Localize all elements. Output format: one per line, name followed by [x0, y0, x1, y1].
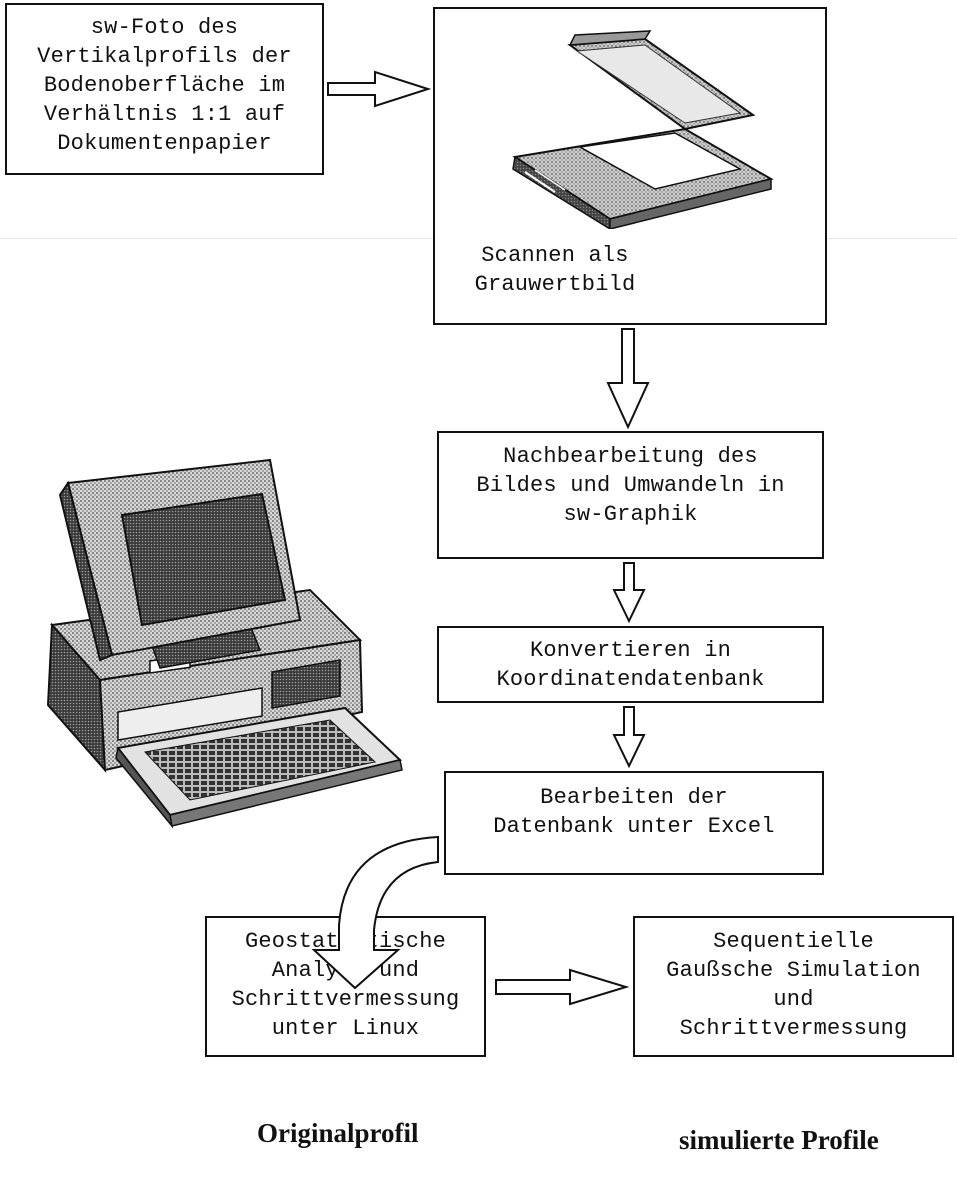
convert-box-text: Konvertieren in Koordinatendatenbank [496, 638, 765, 692]
excel-box-text: Bearbeiten der Datenbank unter Excel [493, 785, 775, 839]
arrow-down-postprocess-to-convert [612, 562, 646, 624]
postprocess-box-text: Nachbearbeitung des Bildes und Umwandeln… [476, 444, 785, 527]
caption-original-profile: Originalprofil [257, 1118, 419, 1148]
simulation-box-text: Sequentielle Gaußsche Simulation und Sch… [666, 929, 921, 1041]
arrow-down-scan-to-postprocess [606, 328, 650, 430]
photo-box: sw-Foto des Vertikalprofils der Bodenobe… [5, 3, 324, 175]
caption-simulated-profiles: simulierte Profile [679, 1125, 879, 1155]
excel-box: Bearbeiten der Datenbank unter Excel [444, 771, 824, 875]
scanner-illustration [512, 30, 774, 229]
postprocess-box: Nachbearbeitung des Bildes und Umwandeln… [437, 431, 824, 559]
scan-box: Scannen als Grauwertbild [433, 7, 827, 325]
convert-box: Konvertieren in Koordinatendatenbank [437, 626, 824, 703]
arrow-right-geostat-to-simulation [495, 968, 630, 1006]
photo-box-text: sw-Foto des Vertikalprofils der Bodenobe… [37, 15, 292, 156]
arrow-curved-excel-to-geostat [311, 835, 439, 990]
computer-illustration [46, 458, 403, 829]
simulation-box: Sequentielle Gaußsche Simulation und Sch… [633, 916, 954, 1057]
scan-box-text: Scannen als Grauwertbild [474, 243, 636, 297]
arrow-down-convert-to-excel [612, 706, 646, 769]
arrow-right-photo-to-scan [327, 70, 432, 108]
